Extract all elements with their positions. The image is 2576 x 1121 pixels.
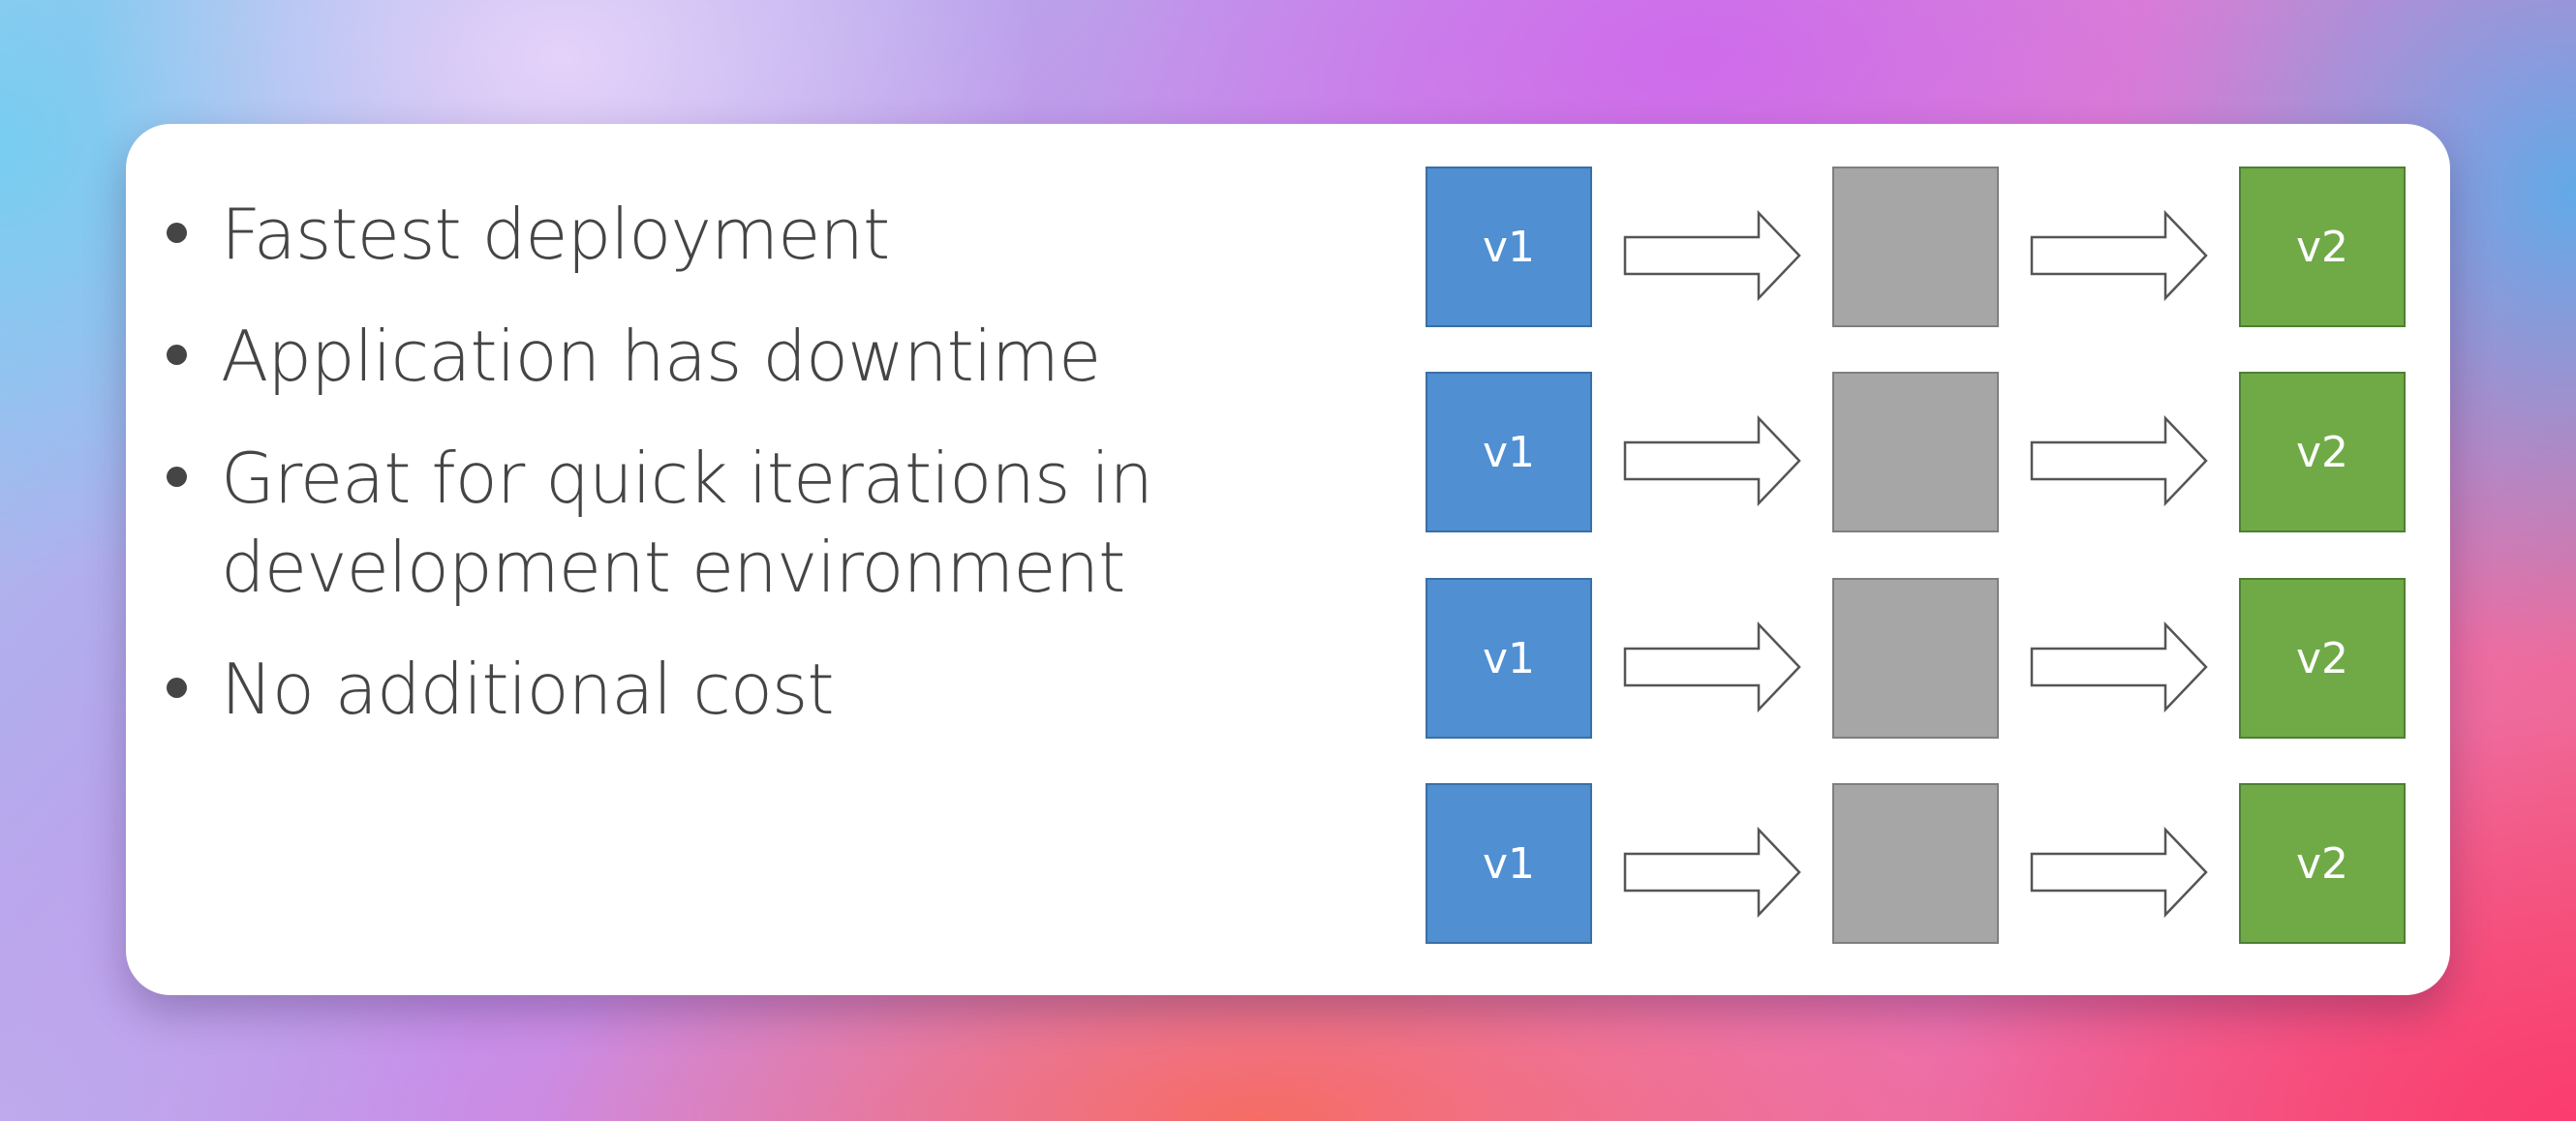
bullet-item: No additional cost [167, 645, 1329, 734]
v2-label: v2 [2295, 222, 2349, 272]
bullet-dot-icon [167, 223, 187, 243]
v2-label: v2 [2295, 633, 2349, 683]
intermediate-box [1832, 372, 1999, 532]
bullet-text: No additional cost [221, 649, 835, 730]
bullet-item: Great for quick iterations in developmen… [167, 434, 1329, 612]
v1-label: v1 [1482, 838, 1536, 889]
v1-label: v1 [1482, 222, 1536, 272]
deployment-diagram: v1 v2 v1 v2 v1 v2 v1 v2 [1426, 167, 2413, 958]
intermediate-box [1832, 167, 1999, 327]
v2-box: v2 [2239, 578, 2406, 739]
right-block-arrow-icon [2030, 621, 2208, 713]
diagram-row-3: v1 v2 [1426, 578, 2413, 739]
bullet-dot-icon [167, 678, 187, 698]
right-block-arrow-icon [1623, 209, 1801, 302]
v2-box: v2 [2239, 167, 2406, 327]
v1-box: v1 [1426, 578, 1592, 739]
v2-label: v2 [2295, 838, 2349, 889]
diagram-row-2: v1 v2 [1426, 372, 2413, 532]
v1-box: v1 [1426, 372, 1592, 532]
v1-box: v1 [1426, 167, 1592, 327]
bullet-text: Fastest deployment [221, 194, 890, 275]
v1-box: v1 [1426, 783, 1592, 944]
v1-label: v1 [1482, 427, 1536, 477]
intermediate-box [1832, 578, 1999, 739]
bullet-item: Application has downtime [167, 312, 1329, 401]
bullet-item: Fastest deployment [167, 190, 1329, 279]
right-block-arrow-icon [1623, 621, 1801, 713]
bullet-dot-icon [167, 345, 187, 365]
right-block-arrow-icon [2030, 826, 2208, 919]
bullet-text: Application has downtime [221, 316, 1101, 397]
right-block-arrow-icon [2030, 209, 2208, 302]
bullet-list: Fastest deployment Application has downt… [167, 190, 1329, 767]
right-block-arrow-icon [2030, 414, 2208, 507]
diagram-row-1: v1 v2 [1426, 167, 2413, 327]
slide-card: Fastest deployment Application has downt… [126, 124, 2450, 995]
v1-label: v1 [1482, 633, 1536, 683]
intermediate-box [1832, 783, 1999, 944]
v2-box: v2 [2239, 783, 2406, 944]
v2-box: v2 [2239, 372, 2406, 532]
v2-label: v2 [2295, 427, 2349, 477]
right-block-arrow-icon [1623, 414, 1801, 507]
bullet-text-line-2: development environment [221, 527, 1125, 608]
bullet-dot-icon [167, 467, 187, 487]
right-block-arrow-icon [1623, 826, 1801, 919]
bullet-text-line-1: Great for quick iterations in [221, 438, 1153, 519]
diagram-row-4: v1 v2 [1426, 783, 2413, 944]
